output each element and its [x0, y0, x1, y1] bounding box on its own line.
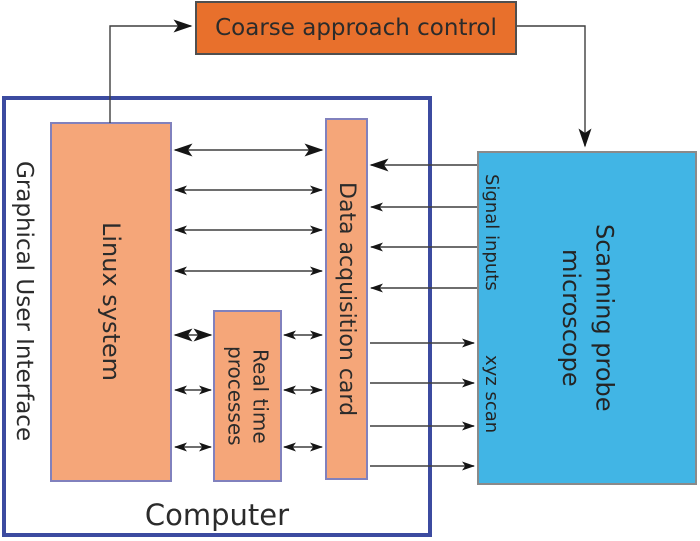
data-acquisition-card-label: Data acquisition card — [334, 181, 359, 417]
real-time-processes-label: Real time processes — [223, 346, 273, 446]
coarse-approach-control-label: Coarse approach control — [215, 15, 497, 41]
data-acquisition-card-box: Data acquisition card — [325, 118, 368, 480]
signal-inputs-label: Signal inputs — [481, 173, 502, 291]
scanning-probe-microscope-box: Scanning probe microscope — [477, 151, 697, 485]
xyz-scan-label: xyz scan — [481, 354, 502, 434]
coarse-approach-control-box: Coarse approach control — [195, 1, 517, 55]
scanning-probe-microscope-label: Scanning probe microscope — [557, 224, 619, 412]
linux-system-box: Linux system — [50, 122, 172, 482]
computer-frame — [2, 96, 432, 537]
real-time-processes-box: Real time processes — [213, 310, 282, 482]
connector-line — [517, 25, 592, 148]
computer-label: Computer — [144, 498, 290, 532]
graphical-user-interface-label: Graphical User Interface — [11, 160, 37, 442]
linux-system-label: Linux system — [97, 222, 125, 382]
arrow-coarse-to-microscope — [517, 25, 592, 148]
